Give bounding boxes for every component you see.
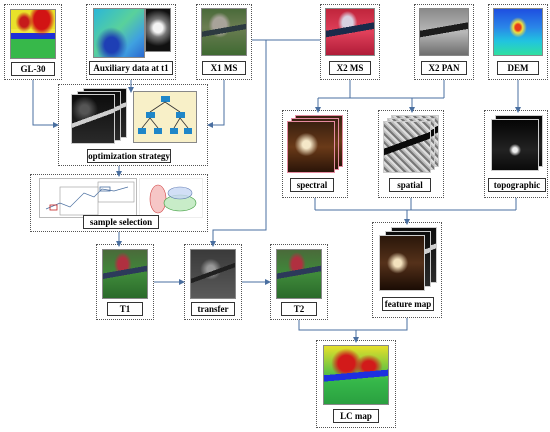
opt-image-stack-1 bbox=[71, 94, 115, 144]
topographic-panel: topographic bbox=[484, 110, 548, 198]
t2-image bbox=[276, 249, 322, 299]
arrow-gl30-opt bbox=[32, 80, 59, 128]
transfer-image bbox=[190, 249, 236, 299]
spatial-image-1 bbox=[383, 121, 431, 173]
spectral-image-1 bbox=[287, 121, 335, 173]
topographic-image-1 bbox=[491, 119, 539, 171]
t2-label: T2 bbox=[281, 302, 317, 316]
gl30-label: GL-30 bbox=[11, 62, 55, 76]
spectral-label: spectral bbox=[290, 178, 334, 192]
transfer-label: transfer bbox=[191, 302, 235, 316]
dem-image bbox=[493, 8, 543, 56]
feature-map-label: feature map bbox=[382, 297, 434, 311]
x2ms-label: X2 MS bbox=[329, 61, 371, 75]
link-x2-merge bbox=[318, 80, 445, 99]
x2ms-panel: X2 MS bbox=[320, 4, 380, 80]
sample-chart-graphic bbox=[45, 181, 135, 216]
t1-panel: T1 bbox=[96, 244, 154, 320]
lc-map-label: LC map bbox=[333, 409, 379, 423]
lc-map-panel: LC map bbox=[316, 340, 396, 428]
aux-image-gray bbox=[145, 8, 171, 52]
t2-panel: T2 bbox=[270, 244, 328, 320]
sample-selection-panel: sample selection bbox=[30, 174, 208, 232]
topographic-label: topographic bbox=[488, 178, 546, 192]
x1ms-image bbox=[201, 8, 247, 56]
x2pan-panel: X2 PAN bbox=[414, 4, 474, 80]
optimization-label: optimization strategy bbox=[87, 149, 171, 163]
x2pan-label: X2 PAN bbox=[421, 61, 467, 75]
t1-image bbox=[102, 249, 148, 299]
spatial-label: spatial bbox=[389, 178, 431, 192]
decision-tree-icon bbox=[138, 96, 192, 134]
spectral-panel: spectral bbox=[282, 110, 348, 198]
link-t2-feature-merge bbox=[298, 318, 408, 331]
sample-selection-label: sample selection bbox=[83, 215, 159, 229]
sample-cluster-graphic bbox=[149, 184, 197, 214]
x2ms-image bbox=[325, 8, 375, 56]
x1ms-label: X1 MS bbox=[202, 61, 246, 75]
sample-cluster-image bbox=[139, 178, 203, 218]
gl30-panel: GL-30 bbox=[4, 4, 62, 80]
dem-label: DEM bbox=[497, 61, 539, 75]
gl30-image bbox=[10, 9, 56, 59]
arrow-x1ms-opt bbox=[207, 80, 225, 128]
feature-image-1 bbox=[379, 235, 425, 291]
feature-map-panel: feature map bbox=[372, 222, 442, 318]
lc-map-image bbox=[323, 345, 389, 405]
optimization-panel: optimization strategy bbox=[58, 84, 208, 166]
transfer-panel: transfer bbox=[184, 244, 242, 320]
link-features-merge bbox=[314, 198, 517, 211]
x2pan-image bbox=[419, 8, 469, 56]
spatial-panel: spatial bbox=[378, 110, 444, 198]
dem-panel: DEM bbox=[488, 4, 548, 80]
x1ms-panel: X1 MS bbox=[196, 4, 252, 80]
aux-panel: Auxiliary data at t1 bbox=[86, 4, 176, 80]
arrow-x1ms-transfer bbox=[210, 39, 267, 247]
t1-label: T1 bbox=[107, 302, 143, 316]
aux-image-color bbox=[93, 8, 145, 58]
aux-label: Auxiliary data at t1 bbox=[89, 61, 173, 75]
decision-tree-image bbox=[133, 91, 197, 143]
